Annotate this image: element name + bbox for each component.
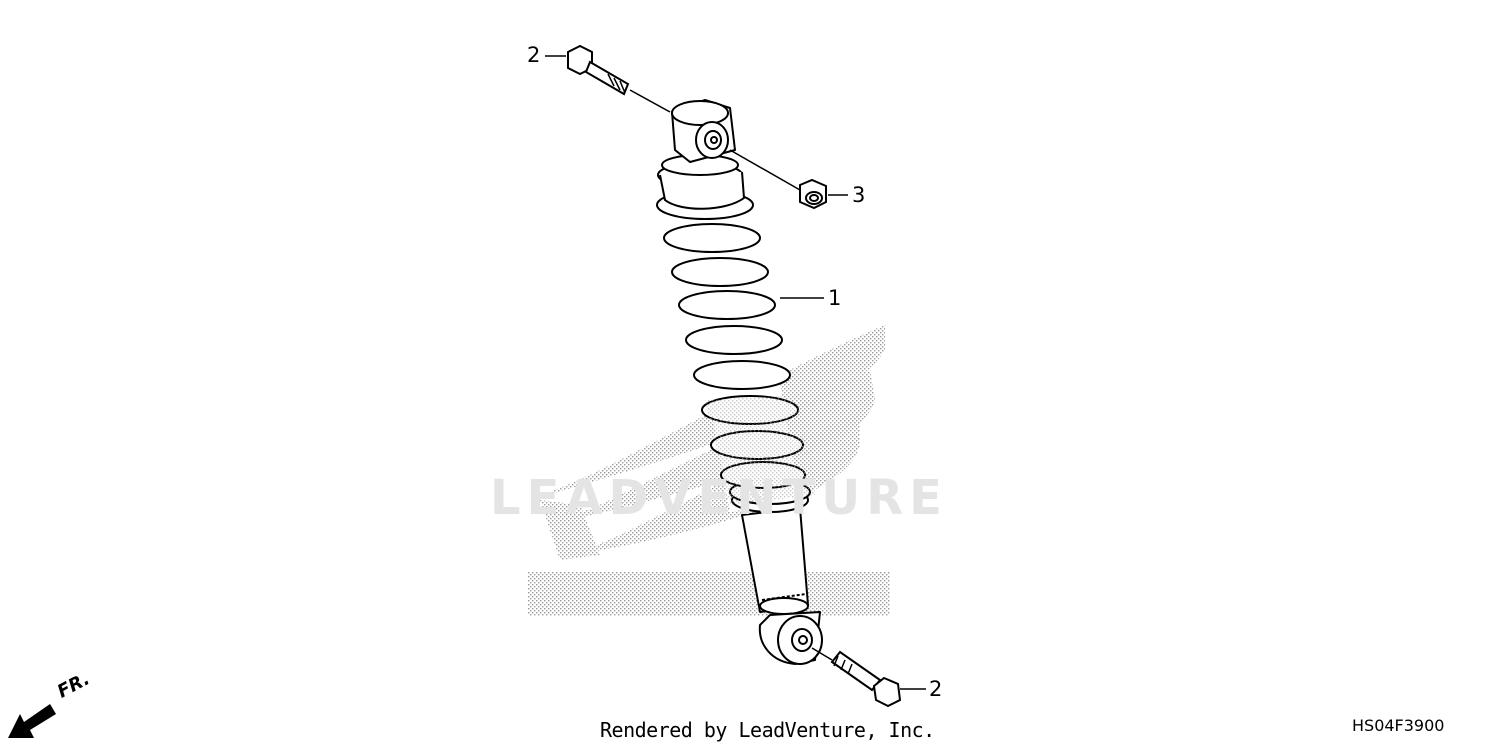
callout-1: 1 bbox=[828, 286, 842, 310]
leader-line bbox=[629, 89, 671, 113]
honda-logotype-watermark-icon bbox=[528, 572, 890, 616]
top-bolt-icon bbox=[567, 44, 630, 96]
flange-nut-icon bbox=[799, 178, 827, 210]
diagram-code: HS04F3900 bbox=[1352, 716, 1445, 735]
footer-credit: Rendered by LeadVenture, Inc. bbox=[600, 718, 935, 742]
watermark-text: LEADVENTURE bbox=[490, 470, 948, 526]
callout-3: 3 bbox=[852, 183, 866, 207]
callout-2-bottom: 2 bbox=[929, 677, 943, 701]
front-direction-arrow-icon bbox=[8, 704, 56, 738]
leader-line bbox=[811, 647, 833, 661]
leader-line bbox=[729, 149, 801, 191]
watermark-overlay bbox=[705, 395, 815, 505]
bottom-bolt-icon bbox=[830, 650, 902, 708]
callout-2-top: 2 bbox=[527, 43, 541, 67]
